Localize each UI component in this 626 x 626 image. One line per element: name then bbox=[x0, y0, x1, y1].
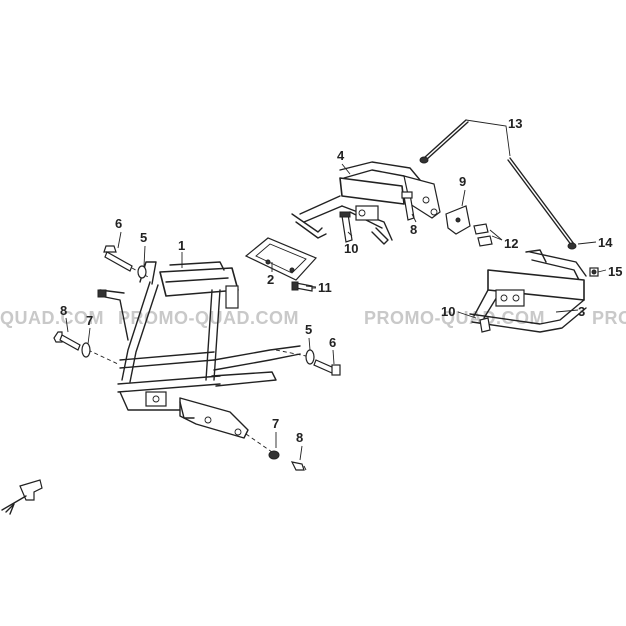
callout-12: 12 bbox=[504, 236, 518, 251]
bolt-11-part bbox=[291, 281, 316, 292]
callout-9: 9 bbox=[459, 174, 466, 189]
callout-7-left: 7 bbox=[86, 313, 93, 328]
callout-10-upper: 10 bbox=[344, 241, 358, 256]
callout-2: 2 bbox=[267, 272, 274, 287]
bolt-8-upper-part bbox=[401, 191, 415, 221]
bolt-8-left-part bbox=[53, 331, 119, 365]
rear-upper-frame-part bbox=[291, 161, 441, 245]
bracket-9-part bbox=[445, 205, 471, 235]
callout-8-upper: 8 bbox=[410, 222, 417, 237]
bolt-8-lower-part bbox=[290, 461, 307, 471]
callout-3: 3 bbox=[578, 304, 585, 319]
callouts: 1 2 3 4 5 5 6 6 7 7 8 8 8 9 10 10 11 12 … bbox=[60, 116, 622, 445]
front-frame-part bbox=[97, 261, 301, 439]
callout-8-left: 8 bbox=[60, 303, 67, 318]
callout-6-top: 6 bbox=[115, 216, 122, 231]
leader-lines bbox=[65, 119, 607, 461]
callout-6-right: 6 bbox=[329, 335, 336, 350]
watermark-left: QUAD.COM bbox=[0, 308, 104, 328]
callout-10-lower: 10 bbox=[441, 304, 455, 319]
callout-7-lower: 7 bbox=[272, 416, 279, 431]
callout-1: 1 bbox=[178, 238, 185, 253]
rear-lower-frame-part bbox=[469, 249, 599, 333]
watermark-right: PROMO-QUAD.COM bbox=[364, 308, 545, 328]
mounting-plate-part bbox=[244, 237, 318, 281]
washer-5-top-part bbox=[137, 265, 147, 279]
cable-13-part bbox=[419, 119, 577, 250]
callout-14: 14 bbox=[598, 235, 613, 250]
callout-5-top: 5 bbox=[140, 230, 147, 245]
callout-5-right: 5 bbox=[305, 322, 312, 337]
front-direction-arrow-icon bbox=[1, 479, 43, 515]
callout-13: 13 bbox=[508, 116, 522, 131]
bolt-10-lower-part bbox=[479, 317, 491, 333]
watermarks: QUAD.COM PROMO-QUAD.COM PROMO-QUAD.COM P… bbox=[0, 308, 626, 328]
washer-7-lower-part bbox=[245, 433, 280, 460]
washer-7-left-part bbox=[81, 342, 91, 358]
bolt-6-right-part bbox=[313, 359, 341, 376]
callout-4: 4 bbox=[337, 148, 345, 163]
callout-8-lower: 8 bbox=[296, 430, 303, 445]
callout-15: 15 bbox=[608, 264, 622, 279]
watermark-center: PROMO-QUAD.COM bbox=[118, 308, 299, 328]
nut-12-part bbox=[473, 223, 493, 247]
bolt-6-top-part bbox=[103, 245, 151, 279]
bolt-10-upper-part bbox=[339, 211, 353, 243]
watermark-edge: PRO bbox=[592, 308, 626, 328]
callout-11: 11 bbox=[318, 280, 332, 295]
